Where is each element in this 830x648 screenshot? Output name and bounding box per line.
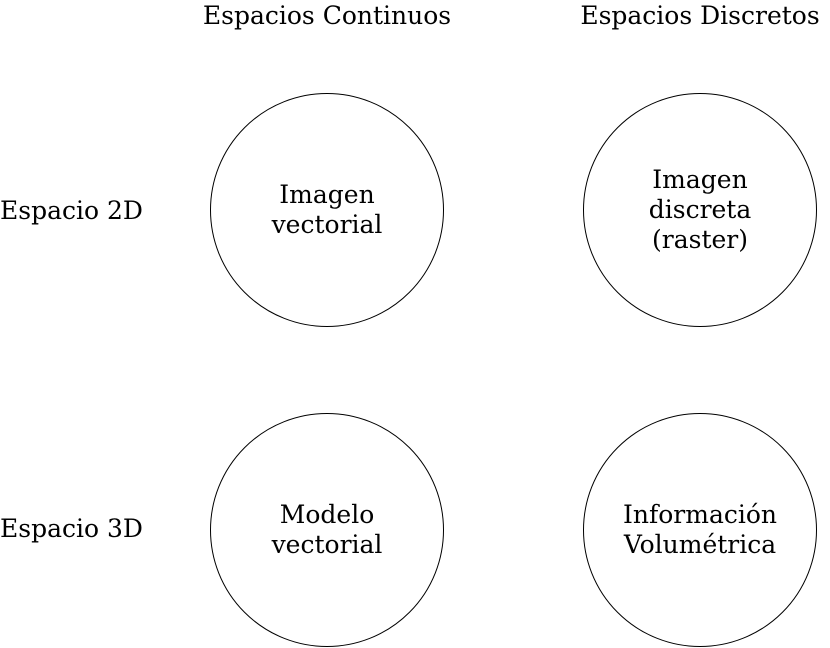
node-vector-image: Imagen vectorial (210, 93, 444, 327)
node-text-line: Información (623, 500, 777, 529)
node-text-line: (raster) (652, 225, 748, 254)
node-text-line: vectorial (271, 530, 383, 559)
row-label-3d: Espacio 3D (0, 514, 143, 543)
node-text-line: Volumétrica (623, 530, 777, 559)
node-vector-model: Modelo vectorial (210, 413, 444, 647)
node-raster-image: Imagen discreta (raster) (583, 93, 817, 327)
node-volumetric: Información Volumétrica (583, 413, 817, 647)
node-text-line: discreta (648, 195, 752, 224)
column-header-continuous: Espacios Continuos (202, 1, 452, 30)
column-header-discrete: Espacios Discretos (580, 1, 820, 30)
node-text-line: Imagen (652, 165, 748, 194)
node-text-line: Imagen (279, 180, 375, 209)
node-text-line: Modelo (279, 500, 375, 529)
row-label-2d: Espacio 2D (0, 196, 143, 225)
node-text-line: vectorial (271, 210, 383, 239)
